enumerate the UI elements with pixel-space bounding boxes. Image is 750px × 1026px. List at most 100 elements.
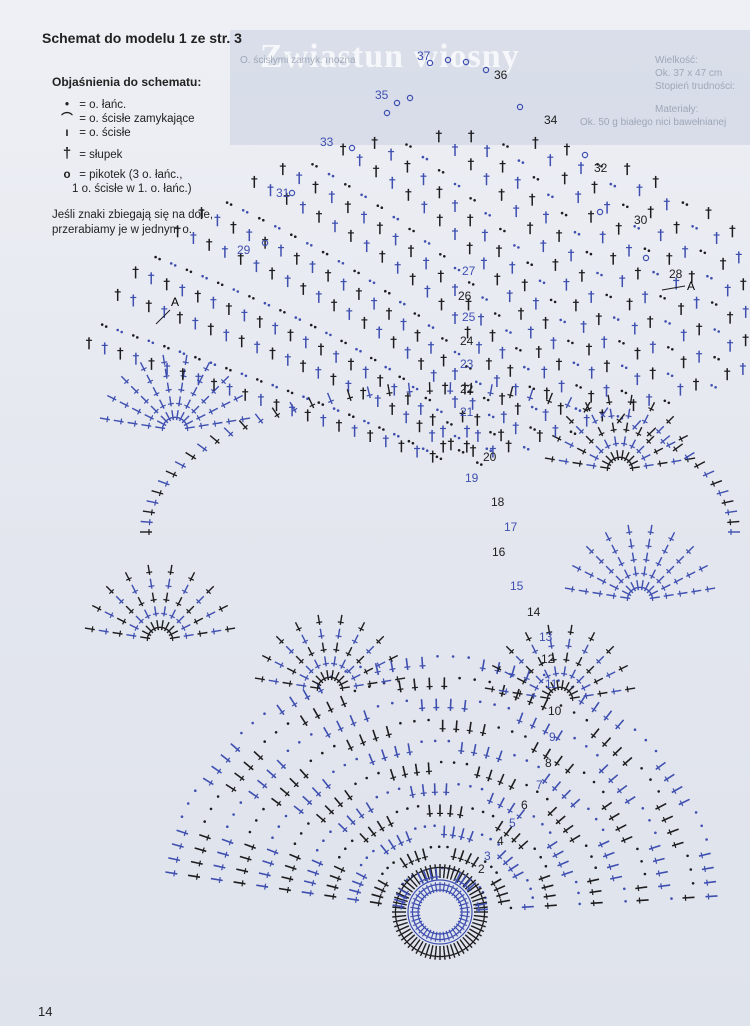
stitch-crossbar [561,793,567,800]
stitch-mark [98,629,109,633]
chain-dot [437,845,441,848]
stitch-mark [509,778,517,791]
chain-dot [232,288,236,291]
chain-dot [578,409,582,412]
stitch-mark [661,583,671,590]
stitch-mark [455,720,458,733]
stitch-mark [434,882,438,893]
chain-dot [532,815,536,818]
stitch-mark [168,857,181,862]
chain-dot [648,819,651,822]
stitch-mark [142,510,155,514]
stitch-mark [321,642,325,653]
stitch-crossbar [553,852,558,859]
stitch-mark [561,789,572,800]
stitch-crossbar [341,702,348,706]
chain-dot [284,814,288,818]
stitch-crossbar [679,435,683,442]
stitch-mark [399,857,408,869]
stitch-crossbar [602,804,607,811]
stitch-mark [484,687,495,691]
chain-dot [236,290,240,293]
stitch-crossbar [306,799,312,806]
stitch-mark [585,545,594,554]
chain-dot [380,206,384,209]
stitch-mark [607,394,611,405]
stitch-mark [240,417,251,421]
stitch-crossbar [284,791,290,797]
stitch-crossbar [358,881,363,888]
chain-dot [240,372,244,376]
stitch-crossbar [562,871,566,878]
chain-dot [453,182,457,186]
stitch-crossbar [618,562,625,566]
stitch-crossbar [543,884,546,891]
chain-dot [348,413,351,417]
stitch-crossbar [325,732,332,738]
row-label: 33 [320,135,334,149]
chain-dot [493,432,496,436]
stitch-mark [307,869,320,876]
chain-dot [322,839,325,842]
stitch-crossbar [109,612,114,619]
stitch-mark [629,394,633,405]
stitch-mark [369,901,382,905]
chain-dot [321,250,325,254]
stitch-mark [418,890,427,899]
stitch-mark [503,826,513,837]
stitch-mark [294,621,301,632]
chain-dot [416,805,420,808]
stitch-mark [544,457,555,461]
stitch-crossbar [622,837,626,844]
stitch-mark [623,569,630,579]
chain-dot [363,419,366,423]
stitch-crossbar [334,884,337,891]
chain-dot [441,337,444,340]
stitch-mark [368,753,375,766]
chain-dot [710,301,714,304]
stitch-crossbar [167,402,174,405]
stitch-mark [609,408,613,419]
chain-dot [420,740,423,743]
stitch-mark [596,577,607,584]
chain-dot [465,365,468,368]
stitch-mark [150,405,159,414]
chain-dot [311,163,314,166]
chain-dot [485,447,489,451]
stitch-crossbar [449,834,456,837]
stitch-crossbar [133,420,137,427]
stitch-crossbar [655,562,662,566]
stitch-mark [472,921,486,928]
stitch-mark [386,815,394,828]
stitch-crossbar [612,688,615,695]
stitch-mark [266,769,277,779]
chain-dot [582,771,586,774]
chain-dot [424,396,428,400]
stitch-mark [671,459,682,463]
stitch-mark [446,864,451,879]
stitch-mark [178,411,185,422]
stitch-mark [551,434,562,441]
stitch-mark [194,847,207,853]
stitch-mark [630,581,637,592]
chain-dot [321,751,324,755]
chain-dot [489,430,492,434]
stitch-mark [623,436,626,447]
stitch-mark [104,611,115,618]
chain-dot [618,340,621,343]
chain-dot [309,323,313,327]
chain-dot [491,814,495,818]
chain-dot [254,819,258,822]
stitch-mark [605,455,614,464]
chain-dot [435,455,439,459]
stitch-mark [627,524,631,535]
stitch-mark [395,677,406,681]
stitch-crossbar [654,857,658,864]
stitch-crossbar [308,652,315,656]
stitch-crossbar [364,668,368,675]
chain-dot [302,395,305,399]
legend-item-picot-cont: 1 o. ścisłe w 1. o. łańc.) [72,182,192,196]
stitch-mark [575,425,584,434]
chain-dot [551,195,554,199]
